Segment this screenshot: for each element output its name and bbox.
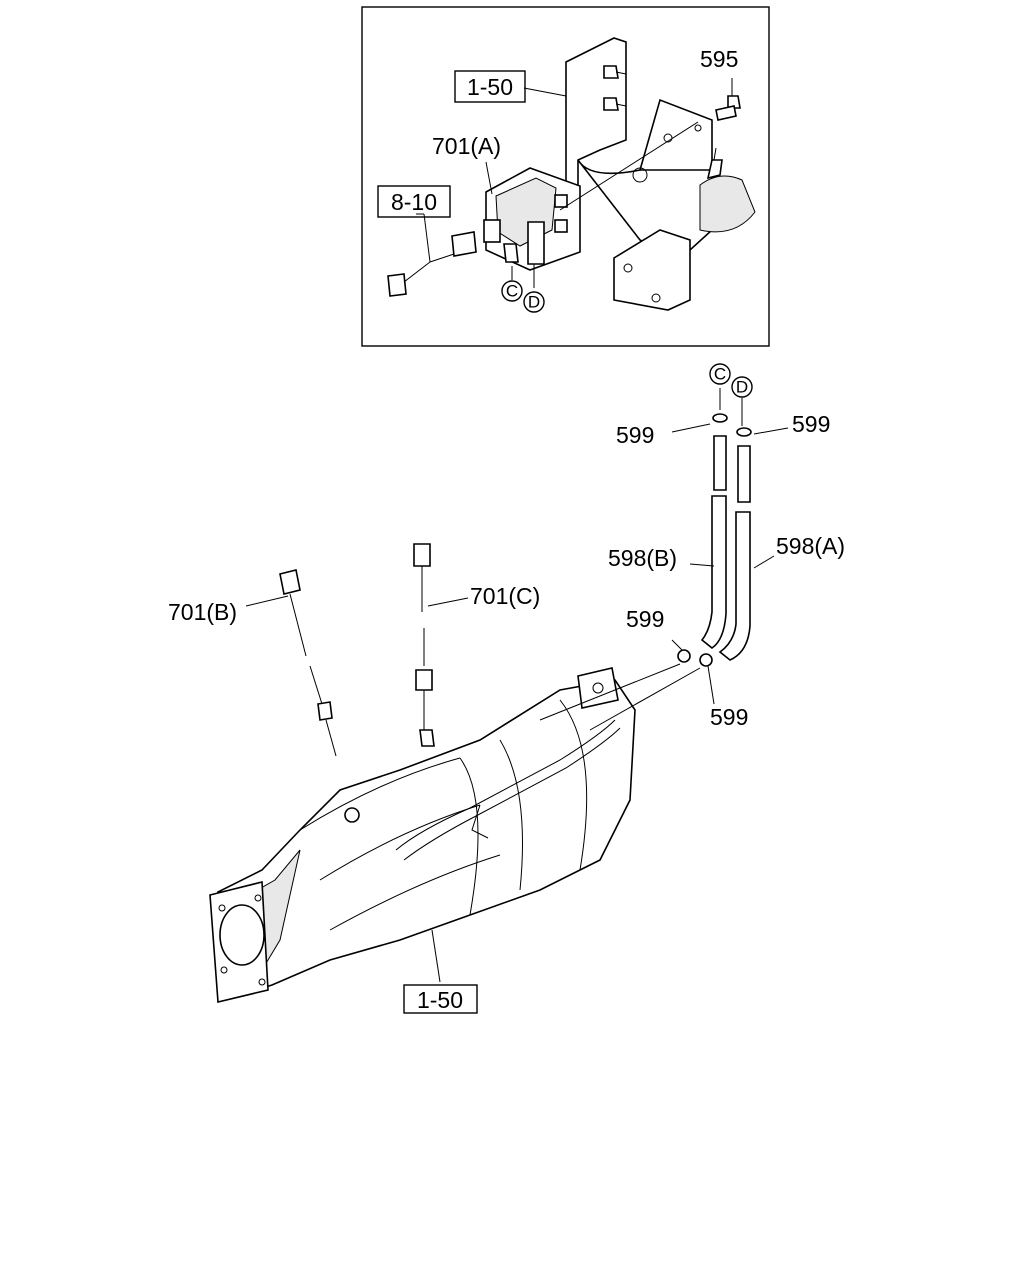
bolt-595 bbox=[715, 95, 741, 121]
callout-701c: 701(C) bbox=[470, 583, 540, 609]
dpf-muffler-assembly bbox=[209, 667, 636, 1003]
hose-clamps-599 bbox=[677, 413, 752, 667]
callout-599-upper-right: 599 bbox=[792, 411, 830, 437]
mounting-bracket bbox=[565, 37, 756, 311]
callout-701a: 701(A) bbox=[432, 133, 501, 159]
circle-label: C bbox=[506, 282, 518, 301]
temperature-sensor-701b bbox=[279, 569, 337, 757]
leader-lines bbox=[245, 78, 789, 983]
pressure-sensor-701a bbox=[483, 167, 581, 271]
temperature-sensor-701c bbox=[413, 543, 433, 730]
circle-marker-c-hose: C bbox=[709, 363, 731, 385]
ref-label: 1-50 bbox=[417, 987, 463, 1013]
circle-label: D bbox=[528, 293, 540, 312]
ref-label: 1-50 bbox=[467, 74, 513, 100]
callout-598b: 598(B) bbox=[608, 545, 677, 571]
callout-ref-1-50-bottom: 1-50 bbox=[403, 984, 478, 1014]
hose-598a bbox=[718, 445, 751, 661]
bracket-bolts bbox=[603, 65, 627, 111]
wiring-harness bbox=[387, 213, 477, 297]
circle-label: D bbox=[736, 378, 748, 397]
circle-label: C bbox=[714, 365, 726, 384]
callout-ref-8-10: 8-10 bbox=[377, 185, 451, 218]
callout-595: 595 bbox=[700, 46, 738, 72]
circle-marker-d-hose: D bbox=[731, 376, 753, 398]
circle-marker-c-top: C bbox=[501, 280, 523, 302]
callout-599-lower-left: 599 bbox=[626, 606, 664, 632]
inset-detail-view bbox=[361, 6, 770, 347]
circle-marker-d-top: D bbox=[523, 291, 545, 313]
ref-label: 8-10 bbox=[391, 189, 437, 215]
callout-599-upper-left: 599 bbox=[616, 422, 654, 448]
callout-598a: 598(A) bbox=[776, 533, 845, 559]
callout-701b: 701(B) bbox=[168, 599, 237, 625]
hose-598b bbox=[700, 435, 727, 649]
callout-599-lower-right: 599 bbox=[710, 704, 748, 730]
callout-ref-1-50-top: 1-50 bbox=[454, 70, 526, 103]
